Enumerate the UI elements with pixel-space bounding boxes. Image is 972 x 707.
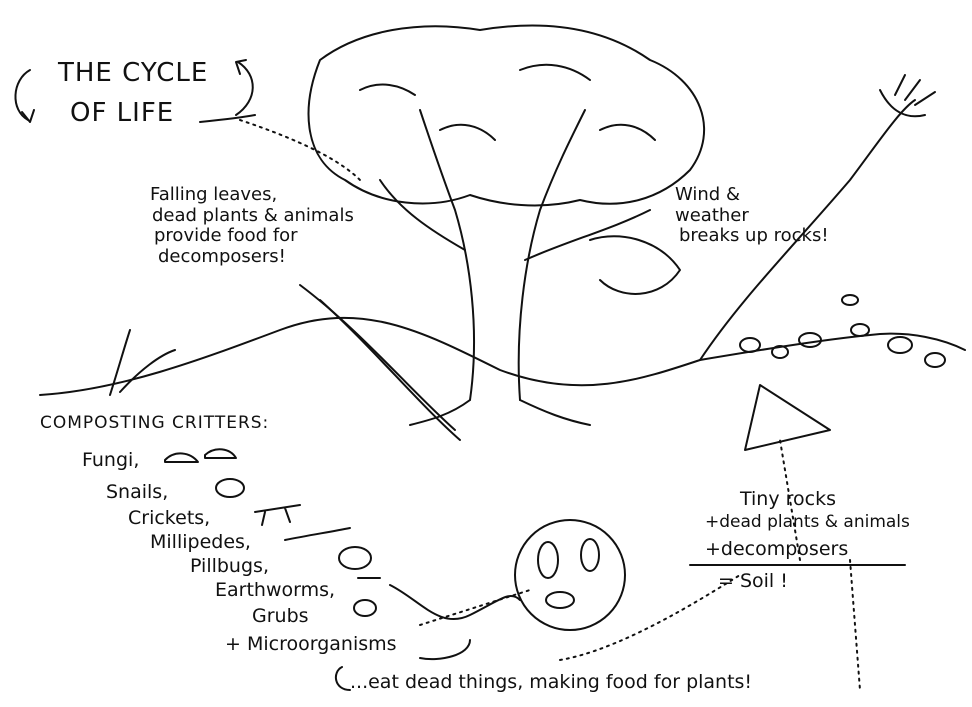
- soil-line1: Tiny rocks: [740, 488, 836, 510]
- leaves-note-line3: provide food for: [154, 225, 298, 247]
- tree: [299, 24, 706, 441]
- leaves-note: Falling leaves, dead plants & animals pr…: [150, 184, 354, 268]
- ground-line: [39, 316, 701, 396]
- soil-result: = Soil !: [718, 570, 788, 592]
- critter-snails: Snails,: [106, 481, 169, 503]
- critter-crickets: Crickets,: [128, 507, 211, 529]
- critter-earthworms: Earthworms,: [215, 579, 336, 601]
- leaves-note-line2: dead plants & animals: [152, 204, 354, 226]
- leaves-note-line4: decomposers!: [158, 246, 286, 268]
- caption-arrow-icon: [334, 639, 471, 691]
- critter-fungi: Fungi,: [82, 449, 140, 471]
- rocky-hillside: [699, 74, 966, 451]
- diagram-title-line2: OF LIFE: [70, 98, 175, 128]
- critter-microorganisms: + Microorganisms: [225, 633, 397, 655]
- critter-millipedes: Millipedes,: [150, 531, 251, 553]
- soil-line3: +decomposers: [705, 538, 849, 560]
- critter-grubs: Grubs: [252, 605, 309, 627]
- critters-heading: COMPOSTING CRITTERS:: [40, 413, 270, 433]
- cycle-arrows-icon: [14, 59, 256, 123]
- critter-sketches: [164, 448, 626, 631]
- leaves-note-line1: Falling leaves,: [150, 184, 278, 205]
- soil-line2: +dead plants & animals: [705, 512, 910, 532]
- weather-note-line3: breaks up rocks!: [679, 225, 829, 247]
- bottom-caption: ...eat dead things, making food for plan…: [350, 671, 753, 693]
- leader-lines: [239, 119, 861, 691]
- weather-note: Wind & weather breaks up rocks!: [675, 184, 829, 247]
- critter-pillbugs: Pillbugs,: [190, 555, 269, 577]
- weather-note-line2: weather: [675, 204, 749, 226]
- diagram-title-line1: THE CYCLE: [58, 58, 209, 88]
- weather-note-line1: Wind &: [675, 184, 740, 205]
